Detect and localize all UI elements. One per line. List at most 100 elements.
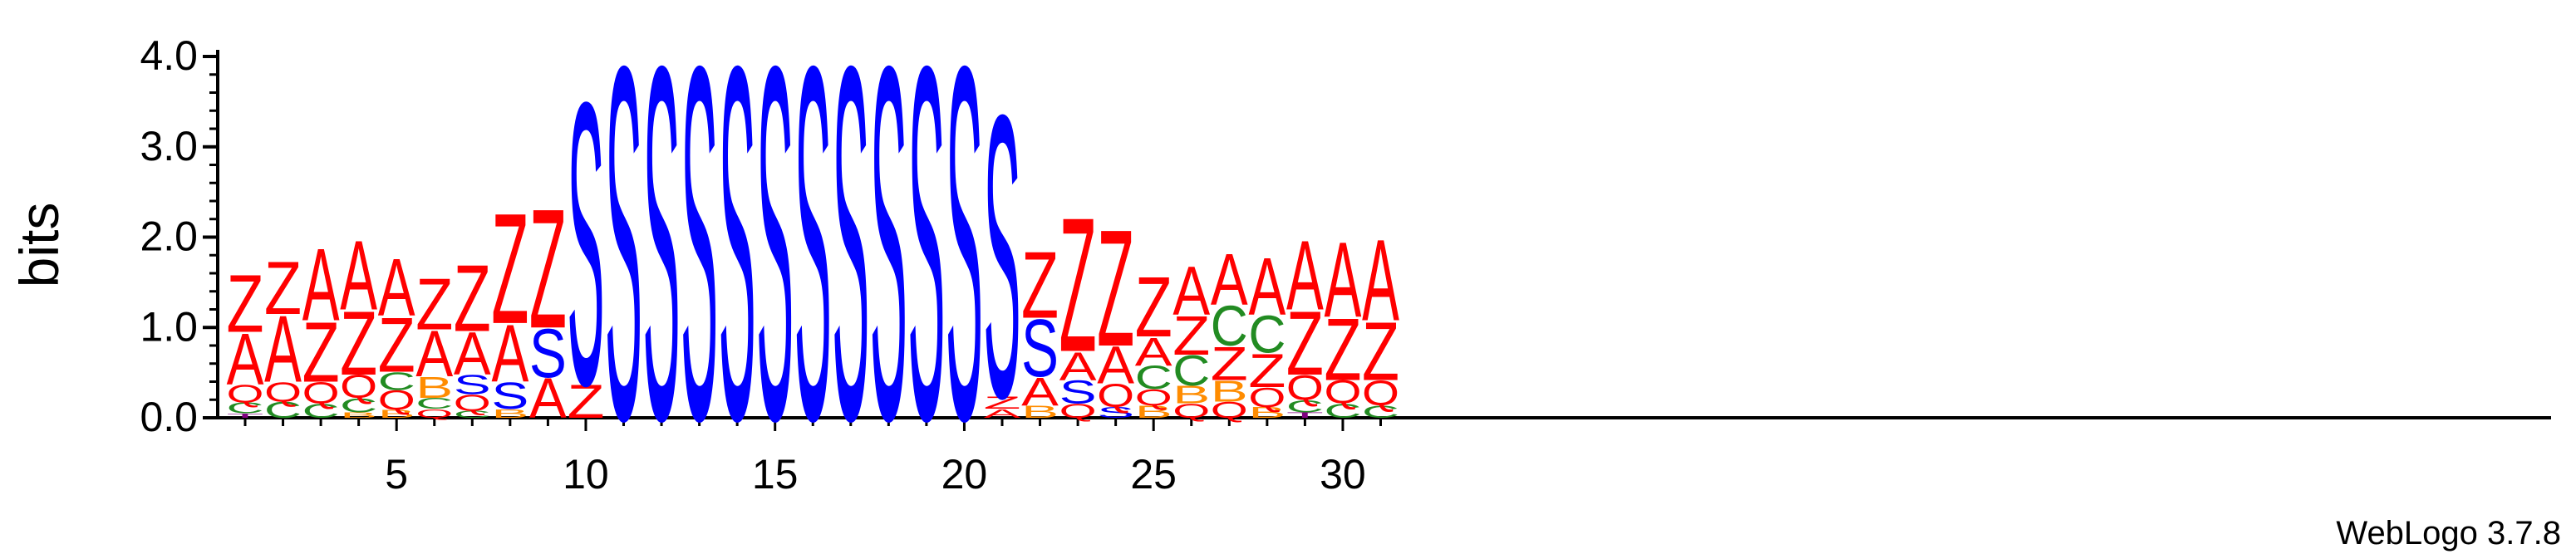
logo-letter-B: B [1021, 402, 1059, 422]
logo-letter-Z: Z [1211, 337, 1248, 391]
y-tick-label: 3.0 [140, 123, 198, 169]
logo-letter-S: S [946, 0, 983, 525]
stack-position-15: S [756, 0, 794, 525]
logo-letter-Q: Q [227, 380, 264, 408]
letter-stacks: TCQAZCQAZCQZABCQZABQCZAQCBAZCQSAZBSAZASZ… [226, 0, 1399, 525]
logo-letter-Z: Z [454, 246, 491, 351]
logo-letter-C: C [1135, 360, 1172, 396]
stack-position-18: S [870, 0, 907, 525]
logo-letter-T: T [1286, 411, 1324, 419]
y-tick-label: 2.0 [140, 213, 198, 260]
y-tick-label: 0.0 [140, 394, 198, 440]
logo-letter-A: A [340, 222, 377, 331]
logo-letter-A: A [1135, 330, 1172, 375]
logo-letter-A: A [415, 317, 453, 390]
logo-letter-Z: Z [1248, 345, 1286, 399]
weblogo-version-label: WebLogo 3.7.8 [2336, 515, 2561, 552]
logo-letter-Z: Z [415, 264, 453, 346]
logo-letter-Z: Z [529, 174, 567, 364]
logo-letter-A: A [1362, 217, 1399, 346]
logo-letter-Z: Z [264, 245, 302, 330]
stack-position-16: S [794, 0, 832, 525]
stack-position-17: S [832, 0, 869, 525]
logo-letter-Q: Q [454, 390, 491, 416]
logo-letter-S: S [605, 0, 642, 525]
logo-letter-Z: Z [1324, 301, 1361, 400]
stack-position-21: AZS [983, 31, 1021, 483]
logo-letter-A: A [491, 308, 528, 400]
logo-letter-C: C [1362, 402, 1399, 422]
logo-letter-B: B [340, 411, 377, 419]
logo-letter-S: S [870, 0, 907, 525]
logo-letter-S: S [719, 0, 756, 525]
logo-letter-S: S [1097, 404, 1134, 421]
logo-letter-C: C [1211, 294, 1248, 357]
logo-letter-S: S [832, 0, 869, 525]
logo-letter-A: A [1211, 238, 1248, 321]
y-tick-label: 1.0 [140, 303, 198, 350]
logo-letter-C: C [226, 400, 263, 417]
logo-letter-A: A [1248, 241, 1286, 332]
y-axis-label: bits [8, 203, 70, 288]
logo-letter-Z: Z [567, 375, 604, 429]
logo-letter-S: S [643, 0, 681, 525]
logo-letter-T: T [227, 412, 264, 419]
logo-letter-Z: Z [1135, 260, 1172, 355]
logo-letter-B: B [415, 371, 453, 404]
x-tick-label: 10 [563, 451, 609, 498]
logo-letter-Z: Z [227, 258, 264, 350]
logo-letter-A: A [227, 318, 264, 400]
y-axis: 0.01.02.03.04.0 [140, 32, 219, 440]
logo-letter-A: A [302, 228, 340, 343]
logo-letter-A: A [1059, 344, 1097, 389]
logo-letter-B: B [1172, 381, 1210, 409]
logo-letter-Z: Z [302, 305, 340, 400]
logo-letter-S: S [529, 315, 567, 393]
x-tick-label: 30 [1320, 451, 1366, 498]
logo-letter-S: S [907, 0, 945, 525]
logo-letter-Q: Q [1097, 378, 1134, 414]
logo-letter-S: S [794, 0, 832, 525]
logo-letter-A: A [1021, 370, 1059, 414]
logo-letter-C: C [1286, 396, 1324, 416]
logo-letter-B: B [1211, 375, 1248, 408]
logo-letter-Q: Q [1211, 397, 1248, 423]
logo-letter-A: A [1286, 222, 1324, 331]
logo-letter-A: A [1172, 252, 1210, 331]
logo-letter-Q: Q [1362, 373, 1399, 413]
logo-letter-S: S [681, 0, 718, 525]
logo-letter-B: B [378, 408, 415, 420]
logo-letter-Z: Z [1097, 195, 1134, 381]
stack-position-11: S [605, 0, 642, 525]
logo-letter-A: A [984, 407, 1022, 421]
logo-letter-S: S [454, 370, 491, 400]
x-tick-label: 5 [385, 451, 408, 498]
logo-letter-S: S [756, 0, 794, 525]
logo-letter-C: C [264, 398, 302, 424]
logo-letter-C: C [1324, 400, 1361, 422]
stack-position-20: S [946, 0, 983, 525]
logo-letter-C: C [302, 400, 340, 422]
logo-letter-Q: Q [264, 377, 302, 408]
logo-letter-A: A [264, 296, 302, 402]
logo-letter-A: A [378, 242, 415, 333]
logo-letter-S: S [984, 31, 1021, 483]
logo-letter-Z: Z [491, 180, 528, 356]
logo-letter-A: A [1325, 220, 1362, 340]
logo-letter-A: A [529, 367, 568, 430]
x-tick-label: 20 [941, 451, 988, 498]
